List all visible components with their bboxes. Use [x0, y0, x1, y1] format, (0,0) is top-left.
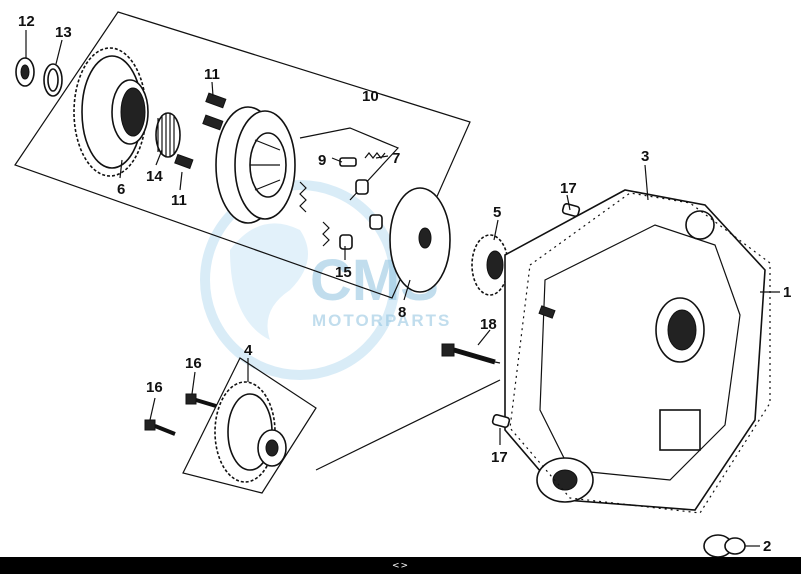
callout-14: 14: [146, 168, 163, 185]
callout-4: 4: [244, 342, 253, 359]
group-frame-upper: [14, 11, 471, 299]
callout-3: 3: [641, 148, 649, 165]
callout-12: 12: [18, 13, 35, 30]
callout-1: 1: [783, 284, 791, 301]
callout-17: 17: [491, 449, 508, 466]
callout-16: 16: [185, 355, 202, 372]
callout-8: 8: [398, 304, 406, 321]
group-frame-lower: [182, 357, 317, 494]
part-clutch-plate: [389, 187, 451, 293]
part-dowel-pin: [491, 202, 581, 429]
part-bolt-small: [538, 305, 556, 319]
callout-11: 11: [171, 192, 187, 209]
exploded-parts-diagram: CMS MOTORPARTS: [14, 11, 791, 557]
leader-assembly: [315, 379, 501, 471]
callout-5: 5: [493, 204, 501, 221]
part-oil-seal: [15, 57, 35, 87]
callout-15: 15: [335, 264, 352, 281]
part-needle-bearing: [155, 112, 181, 158]
part-crankcase-cover: [504, 189, 766, 511]
callout-10: 10: [362, 88, 379, 105]
callout-13: 13: [55, 24, 72, 41]
bracket-line: [299, 127, 400, 201]
part-drive-gear: [471, 234, 509, 296]
callout-2: 2: [763, 538, 771, 555]
part-bolt: [174, 92, 227, 170]
callout-6: 6: [117, 181, 125, 198]
callout-16: 16: [146, 379, 163, 396]
callout-9: 9: [318, 152, 326, 169]
callout-18: 18: [480, 316, 497, 333]
part-bushing: [703, 534, 746, 557]
callout-7: 7: [392, 150, 400, 167]
footer-bar: <>: [0, 557, 801, 574]
part-starter-driven-gear: [73, 47, 149, 177]
callout-labels: 12 13 11 10 6 14 11 9 7 3 17 5 1 15 8 18…: [18, 13, 791, 555]
watermark-subtitle: MOTORPARTS: [312, 311, 451, 330]
part-oil-pump-gear: [214, 381, 287, 483]
nav-arrows[interactable]: <>: [391, 560, 410, 571]
part-long-bolt: [441, 343, 501, 365]
part-one-way-clutch: [215, 106, 296, 224]
part-o-ring: [43, 63, 63, 97]
leader-lines: [25, 30, 780, 547]
callout-11: 11: [204, 66, 220, 83]
part-springs-rollers: [299, 152, 386, 250]
callout-17: 17: [560, 180, 577, 197]
part-bolt-16: [144, 393, 217, 436]
